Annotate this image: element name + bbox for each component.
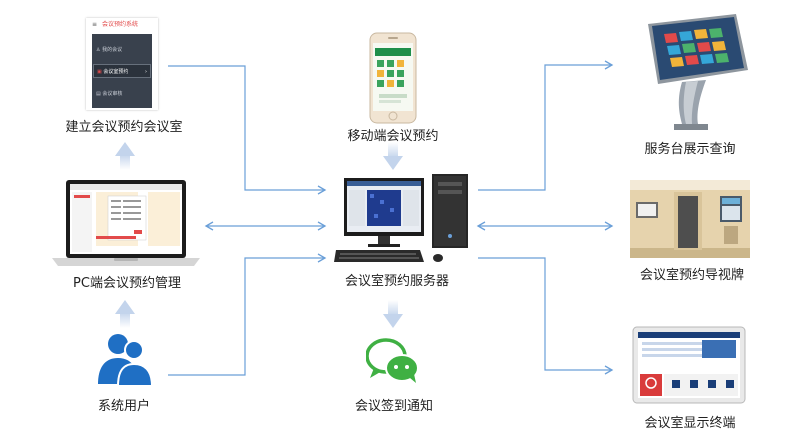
menu-item-3: ▤ 会议审核 [96, 91, 123, 97]
kiosk-icon [648, 14, 748, 130]
node-mobile [369, 32, 417, 124]
node-terminal [632, 326, 746, 404]
thick-arrow-server-to-notify [383, 300, 403, 328]
label-notify: 会议签到通知 [354, 399, 433, 414]
node-notify [365, 338, 420, 384]
room-icon-small: ▣ [97, 69, 104, 75]
node-users [96, 330, 154, 387]
menu-header: ≡ 会议预约系统 [86, 18, 158, 32]
server-computer-icon [334, 174, 468, 262]
menu-item-1: ♙ 我的会议 [96, 47, 123, 53]
arrow-server-to-terminal [478, 257, 614, 375]
label-server: 会议室预约服务器 [344, 274, 449, 289]
wechat-icon [365, 338, 419, 383]
node-pc-management [52, 178, 200, 270]
arrow-setup-to-server [168, 65, 327, 195]
node-guide-sign [630, 180, 750, 258]
menu-panel: ≡ 会议预约系统 ♙ 我的会议 ▣ 会议室预约 › ▤ 会议审核 [86, 18, 158, 110]
label-kiosk: 服务台展示查询 [644, 142, 736, 157]
guide-sign-photo [630, 180, 750, 258]
user-icon-small: ♙ [96, 47, 103, 53]
label-guide-sign: 会议室预约导视牌 [639, 268, 744, 283]
mobile-phone-icon [369, 32, 417, 124]
arrow-users-to-server [168, 253, 327, 376]
thick-arrow-pc-to-setup [115, 142, 135, 170]
thick-arrow-mobile-to-server [383, 142, 403, 170]
node-meeting-setup: ≡ 会议预约系统 ♙ 我的会议 ▣ 会议室预约 › ▤ 会议审核 [86, 18, 158, 110]
users-icon [98, 334, 154, 387]
label-terminal: 会议室显示终端 [644, 416, 736, 431]
label-meeting-setup: 建立会议预约会议室 [65, 120, 183, 135]
check-icon-small: ▤ [96, 91, 103, 97]
thick-arrow-users-to-pc [115, 300, 135, 328]
laptop-icon [52, 180, 200, 266]
arrow-server-to-kiosk [478, 60, 614, 191]
chevron-right-icon: › [145, 69, 147, 75]
hamburger-icon: ≡ [92, 21, 98, 28]
menu-title: 会议预约系统 [102, 21, 139, 28]
label-users: 系统用户 [97, 399, 150, 414]
display-terminal-icon [632, 326, 746, 404]
node-server [334, 170, 472, 266]
node-kiosk [640, 12, 750, 134]
label-mobile: 移动端会议预约 [347, 129, 439, 144]
menu-item-2: ▣ 会议室预约 › [93, 64, 151, 78]
menu-body: ♙ 我的会议 ▣ 会议室预约 › ▤ 会议审核 [92, 34, 152, 108]
label-pc-management: PC端会议预约管理 [73, 276, 181, 291]
